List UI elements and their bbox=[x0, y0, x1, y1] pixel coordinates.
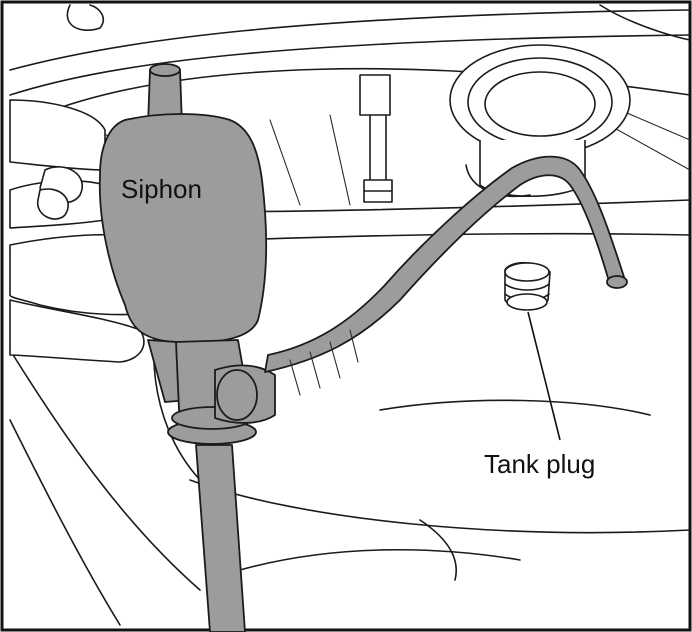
tank-plug bbox=[504, 261, 551, 311]
siphon-label: Siphon bbox=[121, 174, 202, 204]
tank-plug-label: Tank plug bbox=[484, 449, 596, 479]
drain-bolt bbox=[359, 74, 393, 203]
engine-top-bar bbox=[9, 4, 691, 96]
hose bbox=[214, 155, 628, 424]
tank-plug-leader-line bbox=[527, 311, 561, 441]
siphon-pump bbox=[98, 63, 267, 632]
